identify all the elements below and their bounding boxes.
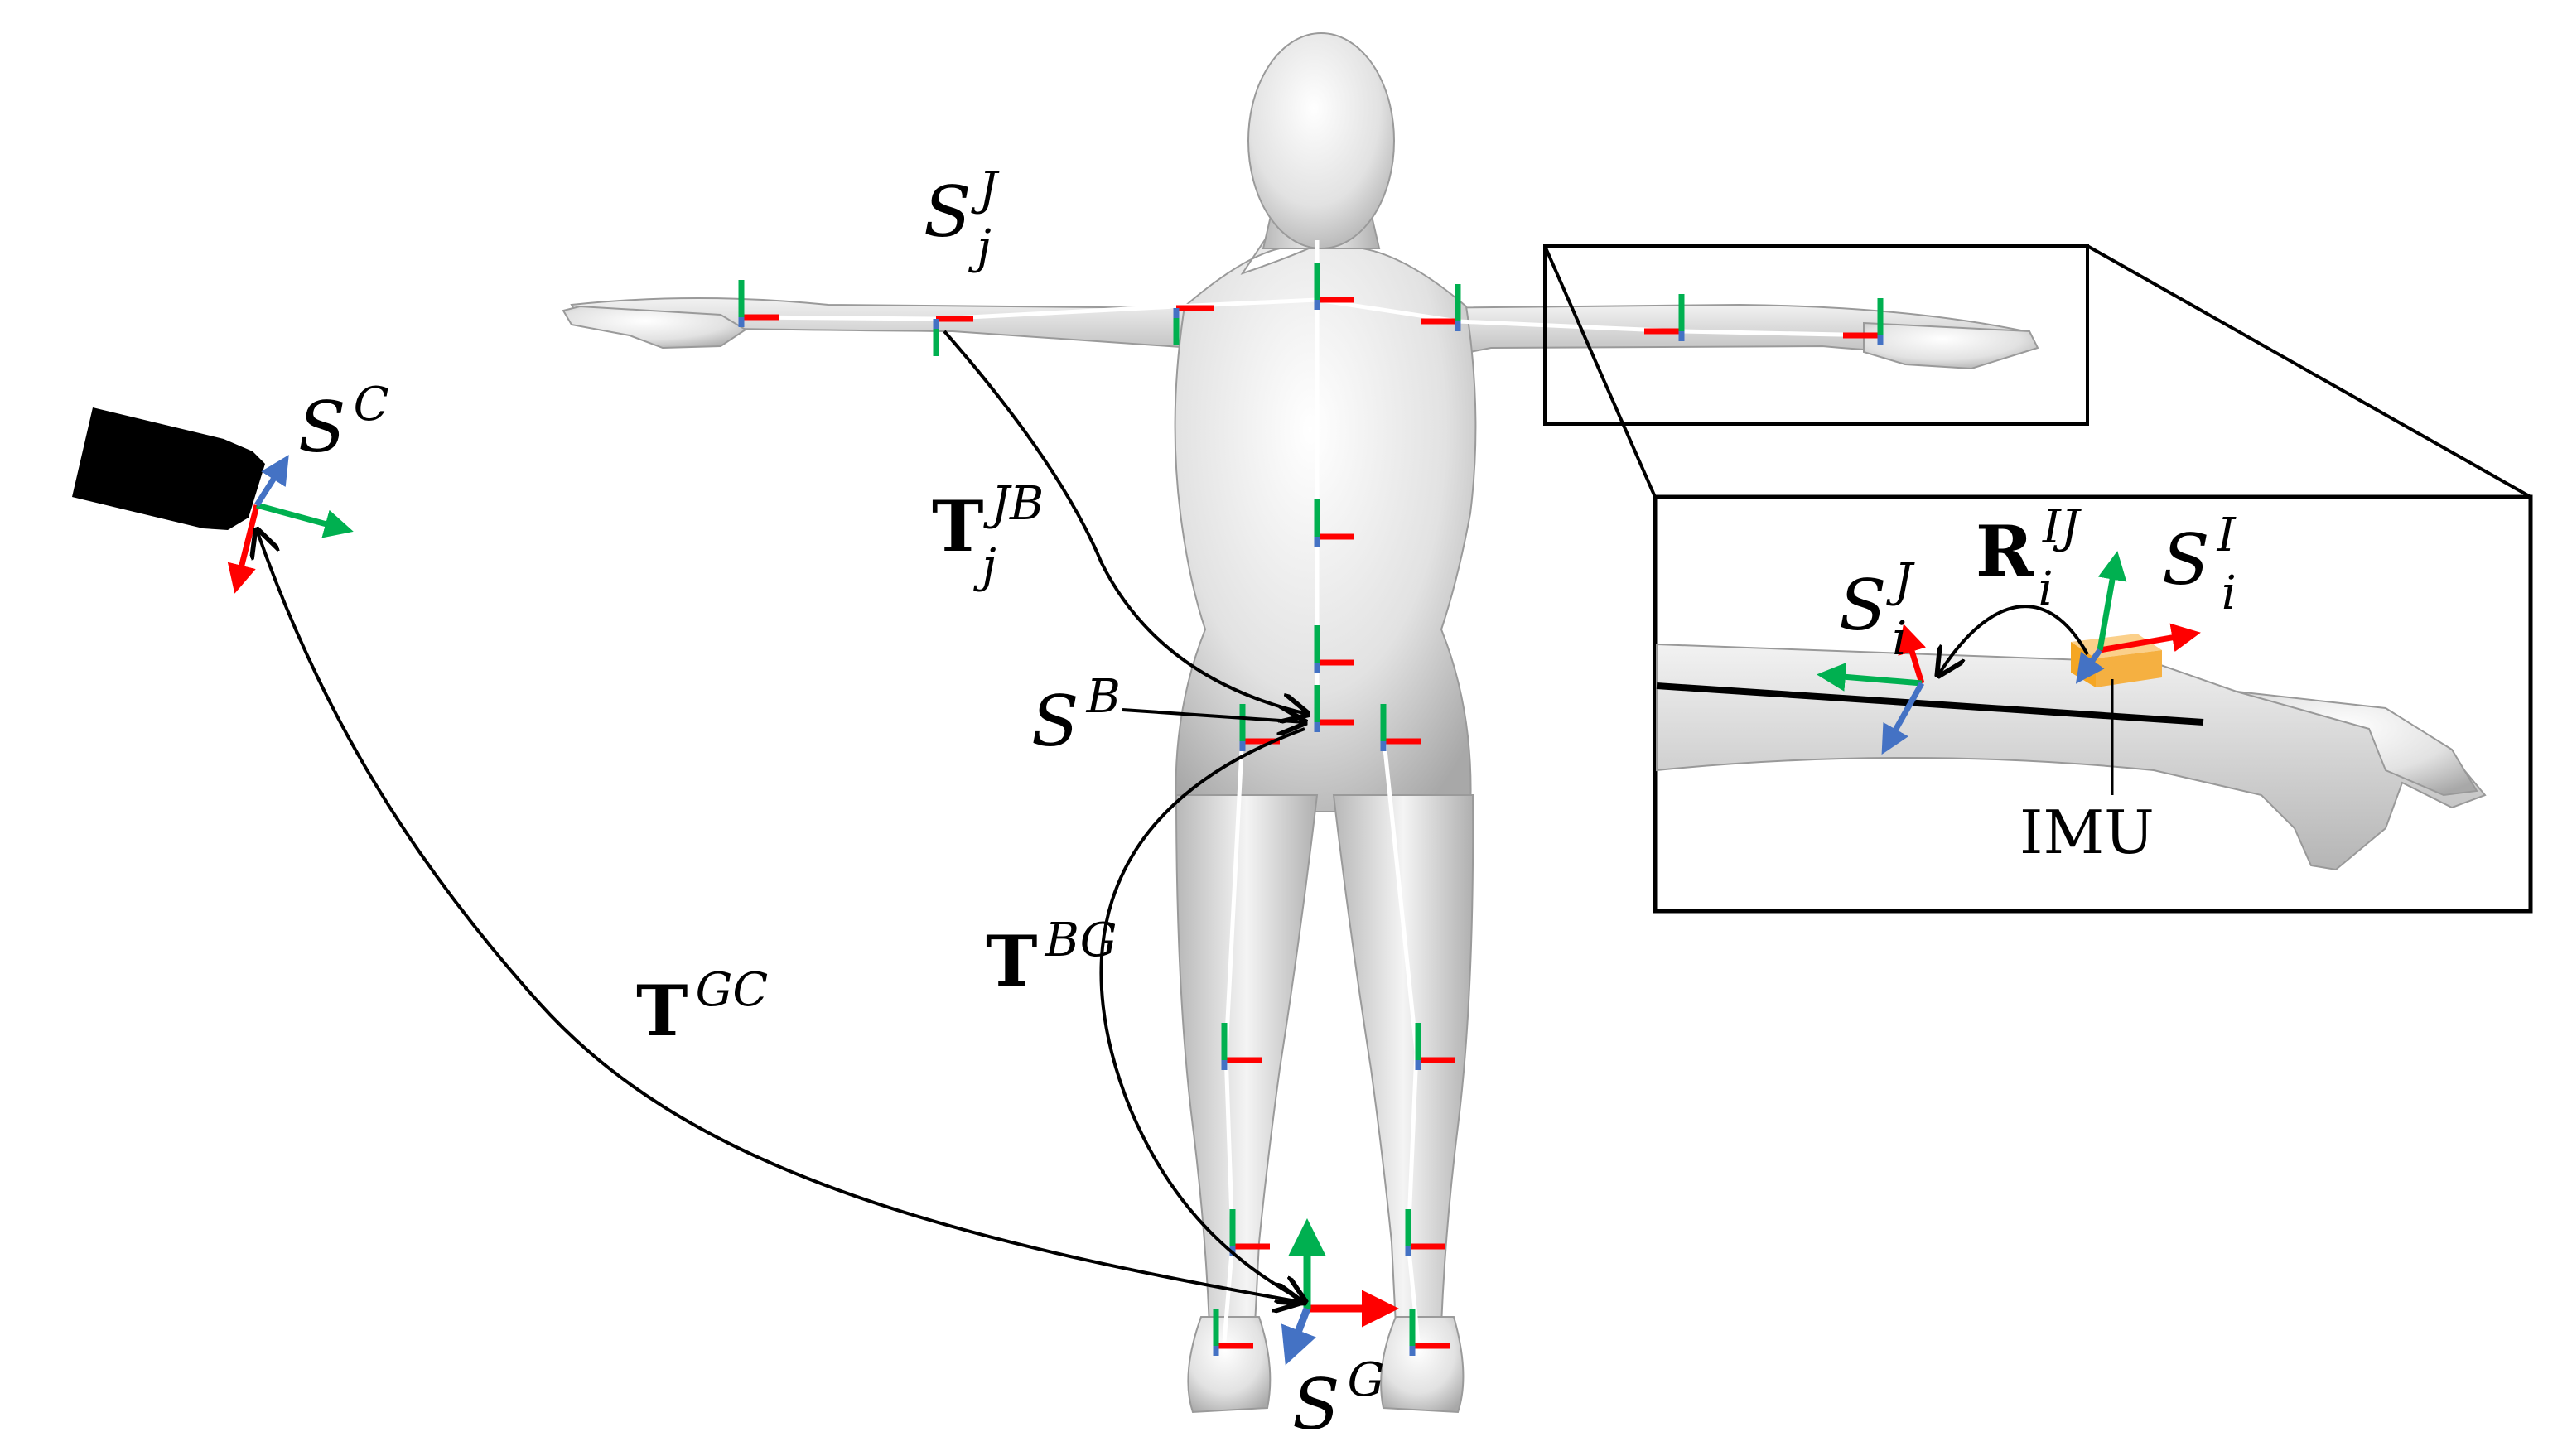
joint-frame <box>1644 294 1685 341</box>
right-hand <box>1863 321 2039 370</box>
camera-axis-x <box>227 504 260 594</box>
camera-axis-z <box>254 455 289 507</box>
head <box>1247 32 1395 249</box>
joint-frame <box>1405 1209 1445 1256</box>
skeleton-right-leg <box>1381 732 1421 1343</box>
label-tbg: T BG <box>986 914 1117 1002</box>
joint-frame <box>1314 263 1354 310</box>
zoom-line-right <box>2087 244 2531 499</box>
zoomed-joint-axis-x <box>1898 624 1926 685</box>
joint-frame <box>1421 284 1461 331</box>
left-hand <box>562 305 747 350</box>
joint-frame <box>1213 1309 1253 1356</box>
global-axis-z <box>1281 1307 1316 1366</box>
label-tgc: T GC <box>636 963 768 1052</box>
zoom-source-rect <box>1543 244 2089 426</box>
imu-axis-x <box>2099 623 2201 653</box>
camera-axis-y <box>256 502 354 538</box>
global-frame <box>1281 1218 1399 1366</box>
label-sii: S I i <box>2162 509 2240 620</box>
label-tjb: T JB j <box>932 477 1048 593</box>
joint-frame <box>1415 1023 1455 1070</box>
joint-frame <box>1314 685 1354 732</box>
zoomed-joint-axis-y <box>1817 662 1923 692</box>
label-sb: S B <box>1031 670 1121 762</box>
camera-icon <box>72 407 265 530</box>
zoom-callout <box>1543 244 2533 914</box>
label-sj: S J j <box>924 162 1001 274</box>
imu-box-side <box>2096 650 2162 687</box>
zoomed-joint-axis-z <box>1881 682 1925 755</box>
labels: S J j S C T JB j S B T BG T GC S G <box>298 162 2240 1445</box>
joint-frame <box>1380 704 1421 751</box>
label-rij: R IJ i <box>1976 500 2084 616</box>
imu-axis-y <box>2097 551 2127 651</box>
zoomed-joint-frame <box>1817 624 1926 755</box>
label-imu: IMU <box>2019 798 2155 867</box>
joint-frame <box>1314 499 1354 547</box>
arrow-rij <box>1938 605 2089 675</box>
zoomed-hand-fingers <box>2236 691 2478 797</box>
joint-frame <box>1173 305 1214 345</box>
transform-arrows <box>257 330 1307 1302</box>
joint-frame <box>1314 625 1354 673</box>
imu-sensor <box>2071 551 2201 795</box>
label-sg: S G <box>1292 1353 1384 1445</box>
label-sc: S C <box>298 378 389 468</box>
imu-axis-z <box>2075 648 2105 684</box>
joint-frame <box>738 280 779 327</box>
right-foot <box>1380 1316 1465 1414</box>
joint-frame <box>933 316 973 356</box>
joint-frame <box>1409 1309 1450 1356</box>
zoom-line-left <box>1543 245 1657 498</box>
arrow-tgc <box>257 530 1300 1302</box>
left-foot <box>1187 1316 1272 1414</box>
joint-frame <box>1843 298 1884 345</box>
